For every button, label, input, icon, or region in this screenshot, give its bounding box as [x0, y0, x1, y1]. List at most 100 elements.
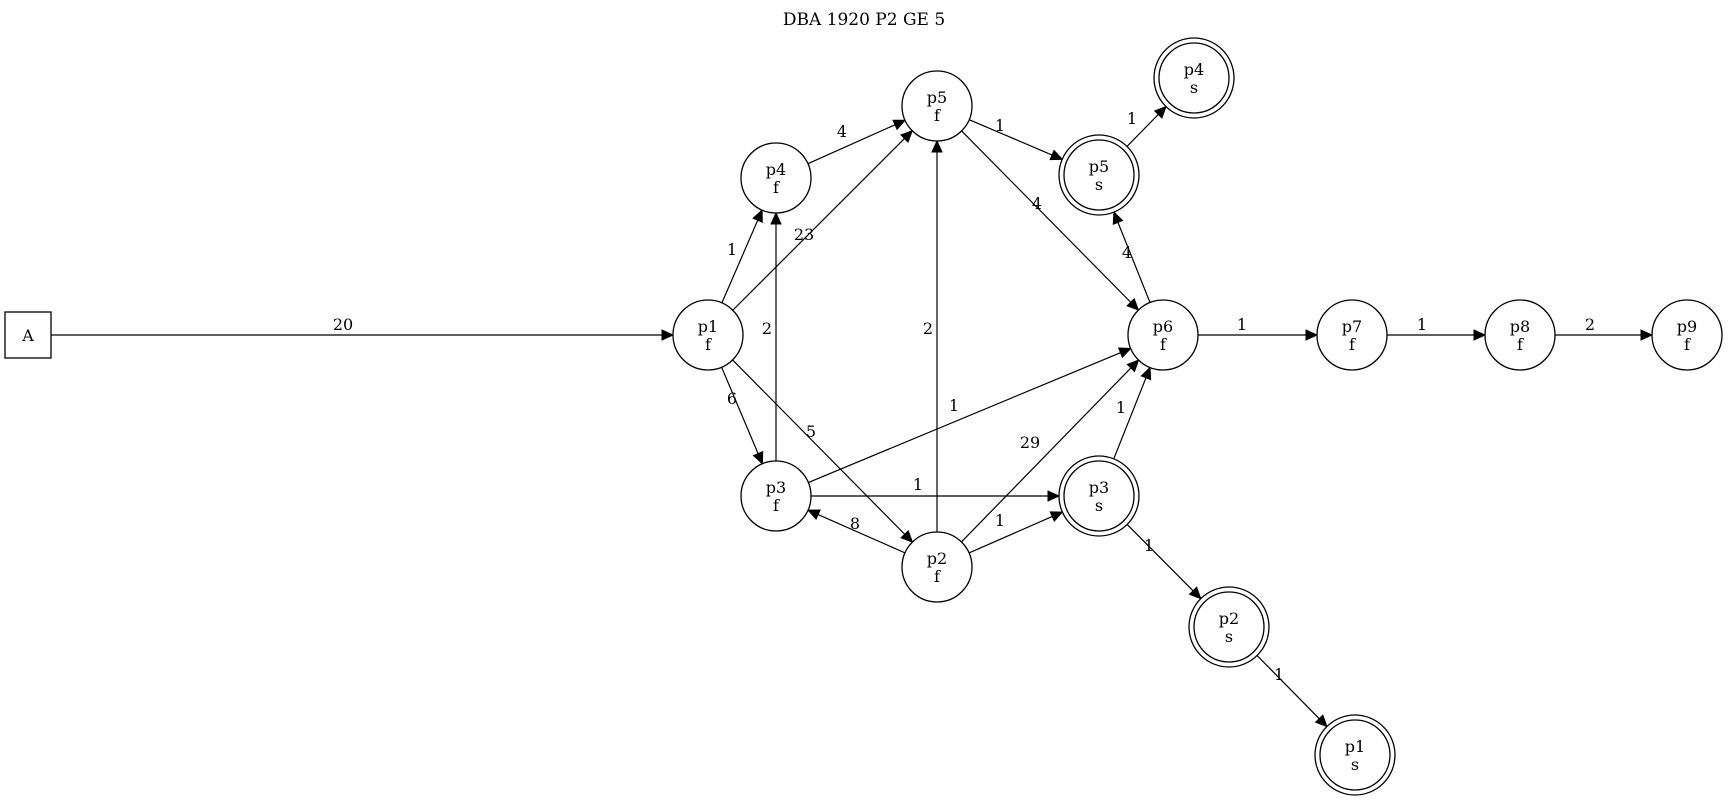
edge-label: 1	[913, 475, 923, 494]
edge-line	[721, 219, 759, 304]
arrowhead-icon	[1049, 511, 1064, 522]
edge-label: 2	[923, 319, 933, 338]
node-p7f: p7f	[1316, 299, 1388, 371]
node-p3f: p3f	[740, 460, 812, 532]
edge-p6f-to-p7f: 1	[1198, 315, 1319, 341]
node-inner-circle	[1063, 460, 1135, 532]
edge-line	[961, 130, 1132, 303]
edge-p1f-to-p4f: 1	[721, 209, 763, 304]
node-circle	[1316, 299, 1388, 371]
node-label-top: p1	[698, 317, 718, 336]
edge-p5f-to-p5s: 1	[968, 116, 1064, 161]
edge-p8f-to-p9f: 2	[1555, 315, 1654, 341]
node-label-top: p5	[927, 88, 947, 107]
edge-p1f-to-p2f: 5	[732, 359, 914, 543]
node-circle	[1484, 299, 1556, 371]
edge-line	[968, 515, 1053, 554]
node-label-bottom: f	[934, 106, 941, 125]
arrowhead-icon	[1473, 329, 1487, 341]
node-circle	[672, 299, 744, 371]
edge-label: 4	[1032, 194, 1042, 213]
edge-label: 1	[995, 511, 1005, 530]
arrowhead-icon	[1314, 714, 1328, 728]
edge-p2f-to-p6f: 29	[960, 359, 1140, 543]
edge-label: 1	[727, 240, 737, 259]
arrowhead-icon	[892, 119, 907, 131]
edge-p3s-to-p6f: 1	[1113, 366, 1152, 460]
arrowhead-icon	[900, 529, 914, 543]
arrowhead-icon	[1153, 105, 1167, 119]
edge-p3f-to-p6f: 1	[808, 347, 1132, 484]
node-p4f: p4f	[740, 142, 812, 214]
node-circle	[901, 531, 973, 603]
node-circle	[1127, 299, 1199, 371]
edge-p3f-to-p4f: 2	[762, 211, 782, 461]
node-inner-circle	[1063, 139, 1135, 211]
edge-line	[807, 124, 896, 165]
arrowhead-icon	[1640, 329, 1654, 341]
arrowhead-icon	[1112, 211, 1124, 225]
arrowhead-icon	[752, 209, 763, 223]
node-inner-circle	[1193, 591, 1265, 663]
edge-line	[968, 119, 1053, 156]
node-inner-circle	[1158, 42, 1230, 114]
node-label-bottom: f	[1160, 335, 1167, 354]
arrowhead-icon	[1126, 297, 1140, 311]
node-inner-circle	[1319, 719, 1391, 791]
edge-label: 1	[1144, 536, 1154, 555]
node-p2s: p2s	[1188, 586, 1270, 668]
edge-label: 4	[1122, 243, 1132, 262]
node-p9f: p9f	[1651, 299, 1723, 371]
node-label-top: p4	[1184, 60, 1204, 79]
node-circle	[901, 70, 973, 142]
arrowhead-icon	[1188, 586, 1202, 600]
node-label-top: p5	[1089, 157, 1109, 176]
arrowhead-icon	[1126, 359, 1140, 373]
node-circle	[740, 142, 812, 214]
edge-label: 20	[333, 315, 353, 334]
node-label-top: p1	[1345, 737, 1365, 756]
node-p5s: p5s	[1058, 134, 1140, 216]
arrowhead-icon	[661, 329, 675, 341]
arrowhead-icon	[900, 129, 914, 143]
node-label-bottom: s	[1351, 755, 1359, 774]
node-label-top: p2	[1219, 609, 1239, 628]
edge-label: 2	[762, 319, 772, 338]
arrowhead-icon	[752, 450, 764, 465]
node-box	[4, 311, 52, 359]
arrowhead-icon	[1049, 149, 1064, 161]
node-p1f: p1f	[672, 299, 744, 371]
arrowhead-icon	[1117, 347, 1132, 359]
edge-label: 5	[806, 422, 816, 441]
node-A: A	[4, 311, 52, 359]
node-label-bottom: f	[705, 335, 712, 354]
edge-label: 1	[995, 116, 1005, 135]
edge-line	[960, 367, 1132, 543]
node-p3s: p3s	[1058, 455, 1140, 537]
node-p5f: p5f	[901, 70, 973, 142]
edge-label: 1	[949, 396, 959, 415]
arrowhead-icon	[1140, 366, 1152, 381]
node-p1s: p1s	[1314, 714, 1396, 796]
node-label-top: p9	[1677, 317, 1697, 336]
edge-p4f-to-p5f: 4	[807, 119, 907, 165]
node-p4s: p4s	[1153, 37, 1235, 119]
edge-label: 1	[1116, 398, 1126, 417]
edge-label: 23	[794, 225, 814, 244]
edge-line	[1113, 377, 1147, 460]
edge-line	[817, 514, 906, 554]
node-label-bottom: f	[1684, 335, 1691, 354]
edge-p3s-to-p2s: 1	[1126, 523, 1202, 600]
edge-label: 29	[1020, 433, 1040, 452]
node-label-top: p6	[1153, 317, 1173, 336]
arrowhead-icon	[931, 139, 943, 153]
node-label-bottom: s	[1095, 496, 1103, 515]
edge-line	[1117, 222, 1151, 303]
node-label-bottom: f	[773, 496, 780, 515]
edge-line	[1256, 655, 1320, 720]
edge-p5f-to-p6f: 4	[961, 130, 1140, 311]
edge-p6f-to-p5s: 4	[1112, 211, 1151, 303]
edge-line	[732, 359, 906, 535]
